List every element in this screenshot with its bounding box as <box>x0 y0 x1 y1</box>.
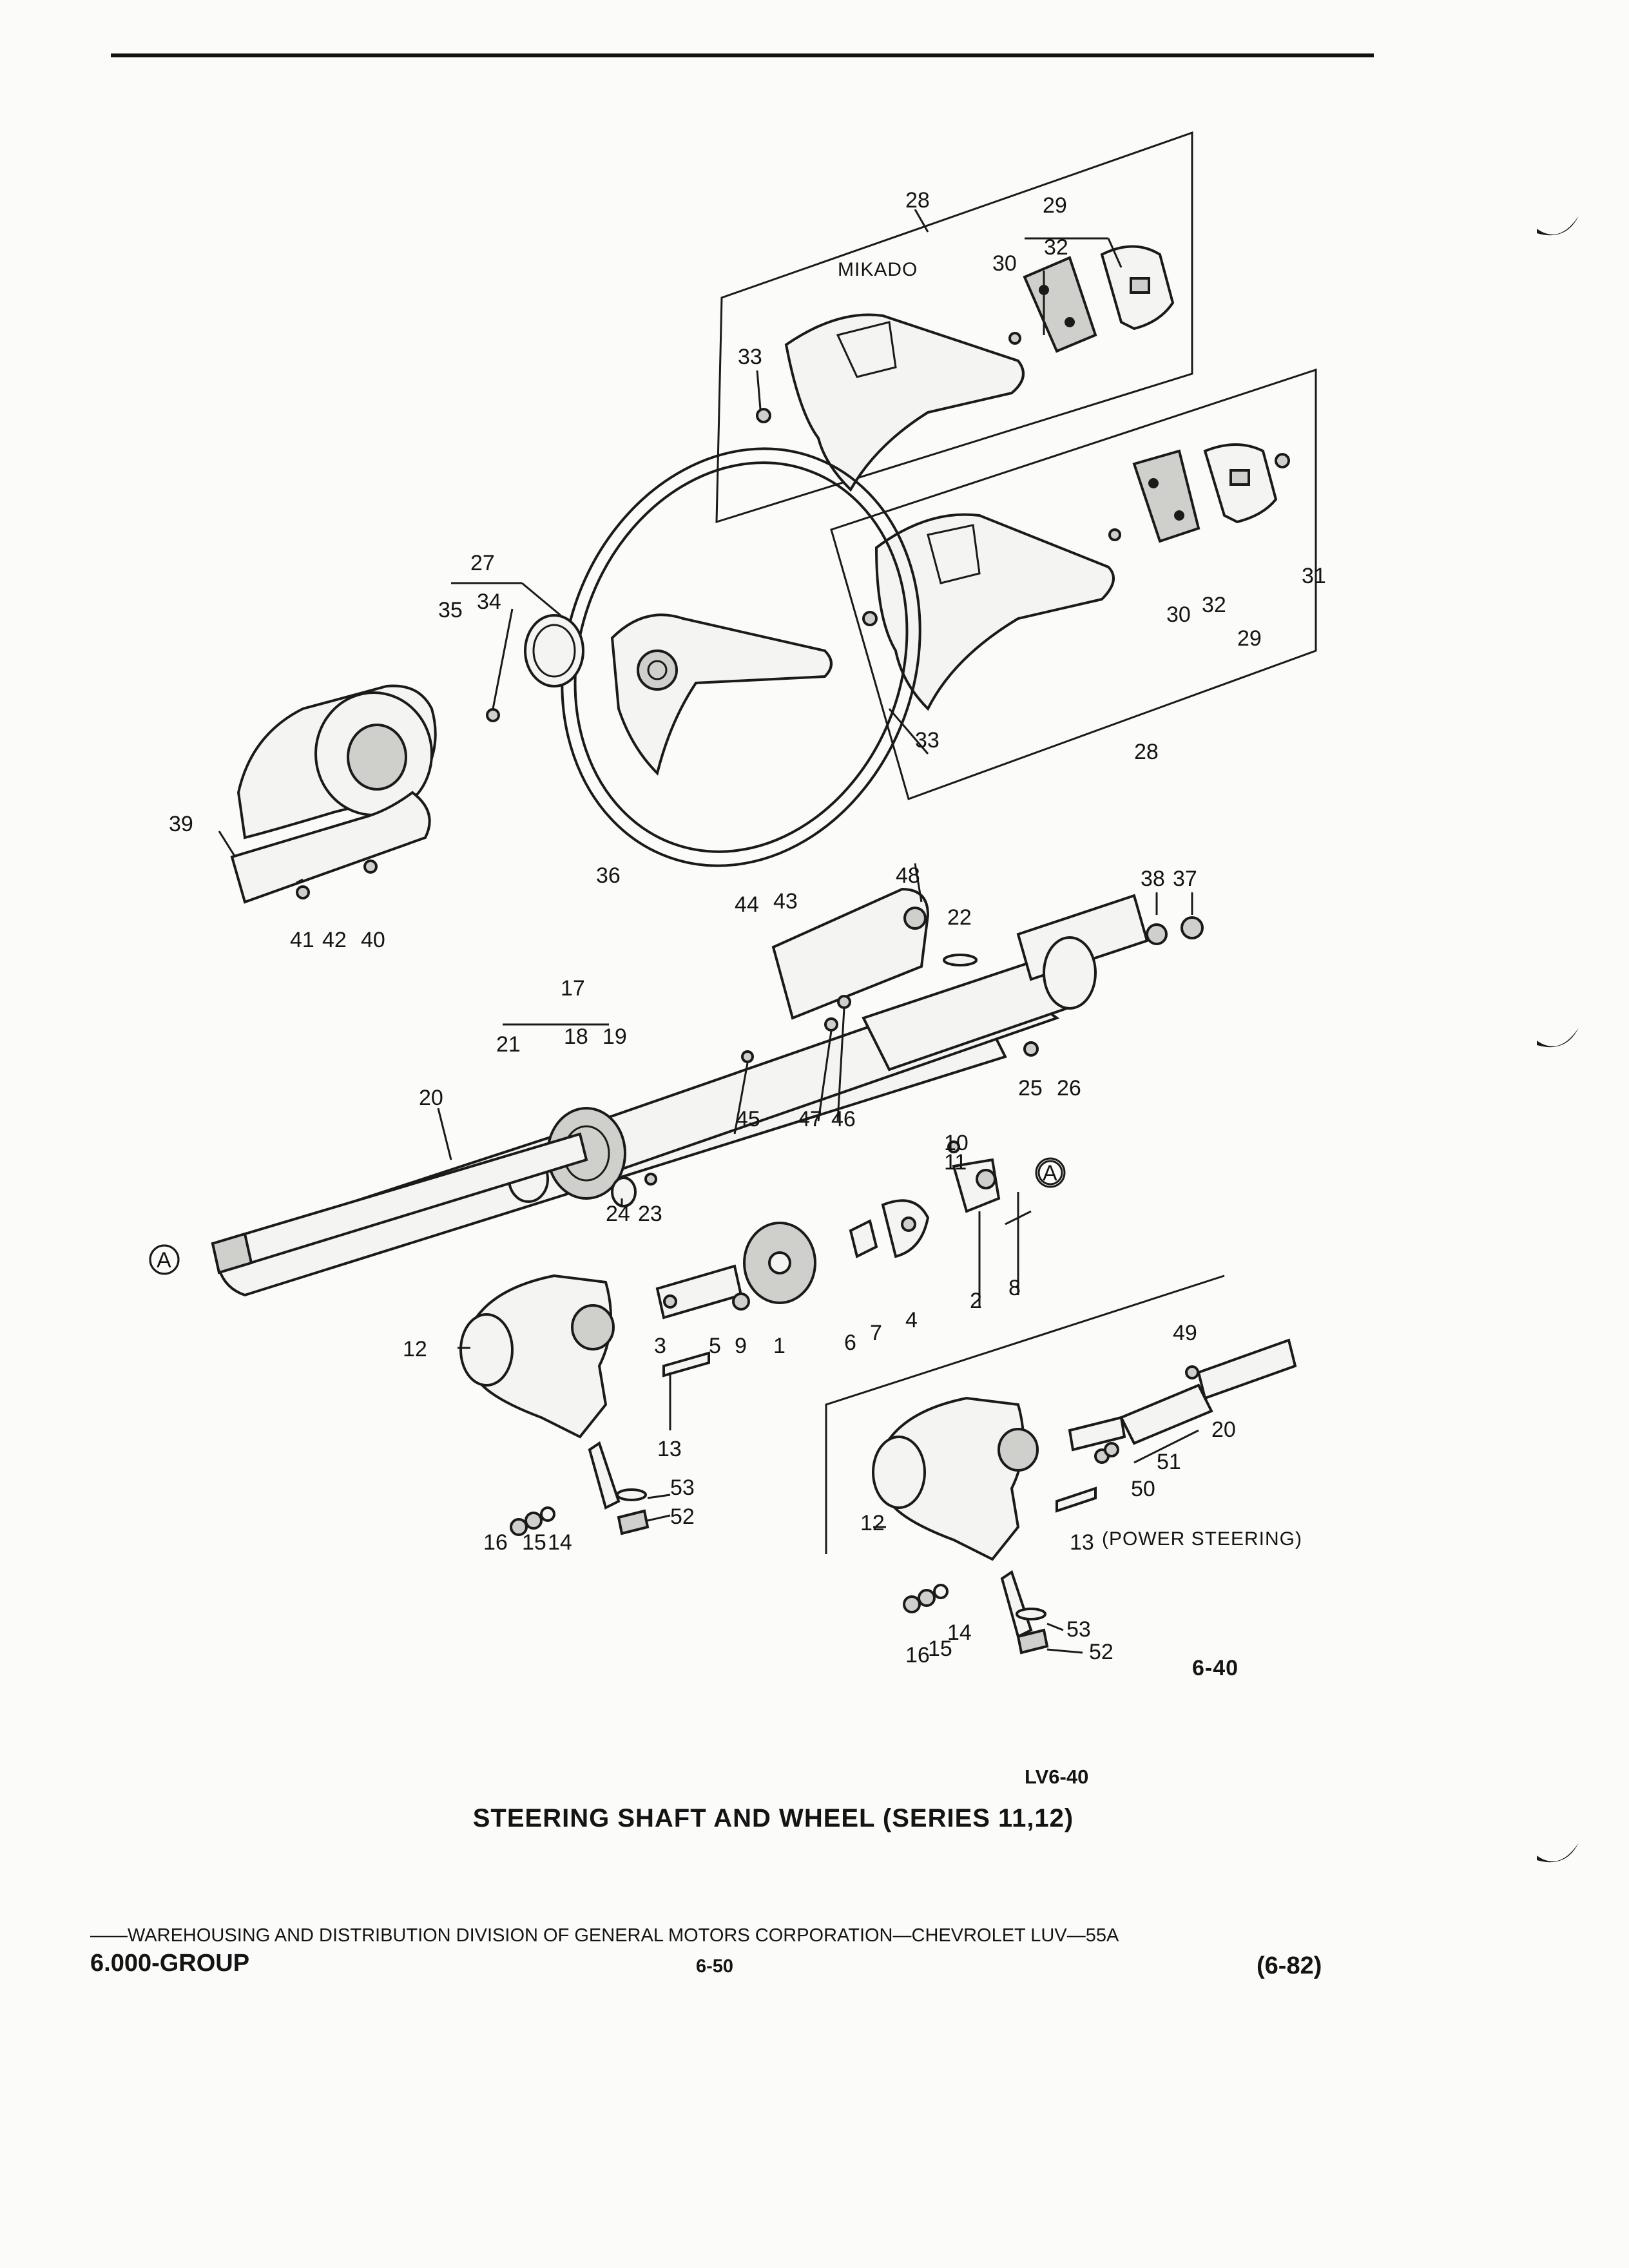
callout-19: 19 <box>602 1024 627 1049</box>
power-steering-panel: (POWER STEERING) <box>825 1274 1302 1655</box>
callout-33: 33 <box>738 345 762 369</box>
callout-15b: 15 <box>928 1637 952 1661</box>
figure-number: 6-40 <box>1192 1656 1239 1680</box>
mikado-label: MIKADO <box>838 259 918 280</box>
steering-gear-manual <box>459 1274 710 1536</box>
callout-35: 35 <box>438 598 463 622</box>
callout-30b: 30 <box>1166 602 1191 627</box>
binder-marks <box>1537 216 1579 1863</box>
callout-34: 34 <box>477 590 501 614</box>
callout-41: 41 <box>290 928 314 952</box>
callout-44: 44 <box>735 892 759 917</box>
callout-30: 30 <box>992 251 1017 276</box>
column-cover-group <box>230 614 584 904</box>
connector-a-right: A <box>1035 1157 1066 1188</box>
callout-36: 36 <box>596 863 621 888</box>
callout-50: 50 <box>1131 1477 1155 1501</box>
callout-46: 46 <box>831 1107 856 1131</box>
callout-7: 7 <box>870 1321 882 1345</box>
callout-52b: 52 <box>1089 1640 1113 1664</box>
callout-26: 26 <box>1057 1076 1081 1100</box>
callout-42: 42 <box>322 928 347 952</box>
callout-38: 38 <box>1141 867 1165 891</box>
callout-33b: 33 <box>915 728 940 753</box>
callout-11: 11 <box>944 1150 967 1175</box>
callout-51: 51 <box>1157 1450 1181 1474</box>
callout-16b: 16 <box>905 1643 930 1667</box>
connector-a-left: A <box>149 1244 180 1275</box>
callout-53b: 53 <box>1066 1617 1091 1642</box>
callout-13b: 13 <box>1070 1530 1094 1555</box>
callout-13: 13 <box>657 1437 682 1461</box>
callout-21: 21 <box>496 1032 521 1057</box>
callout-14: 14 <box>548 1530 572 1555</box>
svg-text:A: A <box>1043 1161 1057 1186</box>
footer-group: 6.000-GROUP <box>90 1950 250 1977</box>
callout-18: 18 <box>564 1024 588 1049</box>
callout-25: 25 <box>1018 1076 1043 1100</box>
leader-lines <box>218 209 1199 1654</box>
callout-32: 32 <box>1044 235 1068 260</box>
power-steering-label: (POWER STEERING) <box>1102 1528 1302 1550</box>
callout-17: 17 <box>561 976 585 1001</box>
callout-3: 3 <box>654 1334 666 1358</box>
callout-5: 5 <box>709 1334 721 1358</box>
steering-shaft <box>149 1132 588 1275</box>
callout-6: 6 <box>844 1331 856 1355</box>
callout-12b: 12 <box>860 1511 885 1535</box>
callout-12: 12 <box>403 1337 427 1361</box>
callout-37: 37 <box>1173 867 1197 891</box>
callout-40: 40 <box>361 928 385 952</box>
steering-column <box>217 887 1204 1297</box>
callout-39: 39 <box>169 812 193 836</box>
callout-49: 49 <box>1173 1321 1197 1345</box>
svg-text:A: A <box>157 1248 171 1273</box>
callout-20b: 20 <box>1211 1418 1236 1442</box>
figure-code: LV6-40 <box>1025 1765 1089 1788</box>
callout-1: 1 <box>773 1334 786 1358</box>
callout-29: 29 <box>1043 193 1067 218</box>
coupling-parts <box>655 1140 1063 1320</box>
callout-27: 27 <box>470 551 495 575</box>
callout-15: 15 <box>522 1530 546 1555</box>
callout-47: 47 <box>798 1107 822 1131</box>
callout-45: 45 <box>736 1107 760 1131</box>
standard-horn-pad-panel <box>830 368 1317 800</box>
callout-32b: 32 <box>1202 593 1226 617</box>
callout-numbers: 28 29 32 30 33 27 35 34 30 32 31 29 33 2… <box>169 188 1326 1680</box>
footer-page-number: 6-50 <box>696 1956 734 1977</box>
callout-52: 52 <box>670 1504 695 1529</box>
callout-9: 9 <box>735 1334 747 1358</box>
callout-8: 8 <box>1008 1276 1021 1300</box>
callout-16: 16 <box>483 1530 508 1555</box>
callout-43: 43 <box>773 889 798 914</box>
callout-4: 4 <box>905 1308 918 1332</box>
callout-2: 2 <box>970 1289 982 1313</box>
callout-29b: 29 <box>1237 626 1262 651</box>
callout-10: 10 <box>944 1131 969 1155</box>
callout-53: 53 <box>670 1475 695 1500</box>
callout-24: 24 <box>606 1202 630 1226</box>
figure-caption: STEERING SHAFT AND WHEEL (SERIES 11,12) <box>472 1804 1074 1832</box>
callout-28b: 28 <box>1134 740 1159 764</box>
callout-20: 20 <box>419 1086 443 1110</box>
callout-48: 48 <box>896 863 920 888</box>
footer-publisher-line: ——WAREHOUSING AND DISTRIBUTION DIVISION … <box>90 1925 1119 1946</box>
mikado-horn-pad-panel: MIKADO <box>715 131 1193 524</box>
callout-22: 22 <box>947 905 972 930</box>
callout-23: 23 <box>638 1202 662 1226</box>
callout-31: 31 <box>1302 564 1326 588</box>
callout-14b: 14 <box>947 1620 972 1645</box>
footer-date: (6-82) <box>1257 1952 1322 1979</box>
callout-28: 28 <box>905 188 930 213</box>
